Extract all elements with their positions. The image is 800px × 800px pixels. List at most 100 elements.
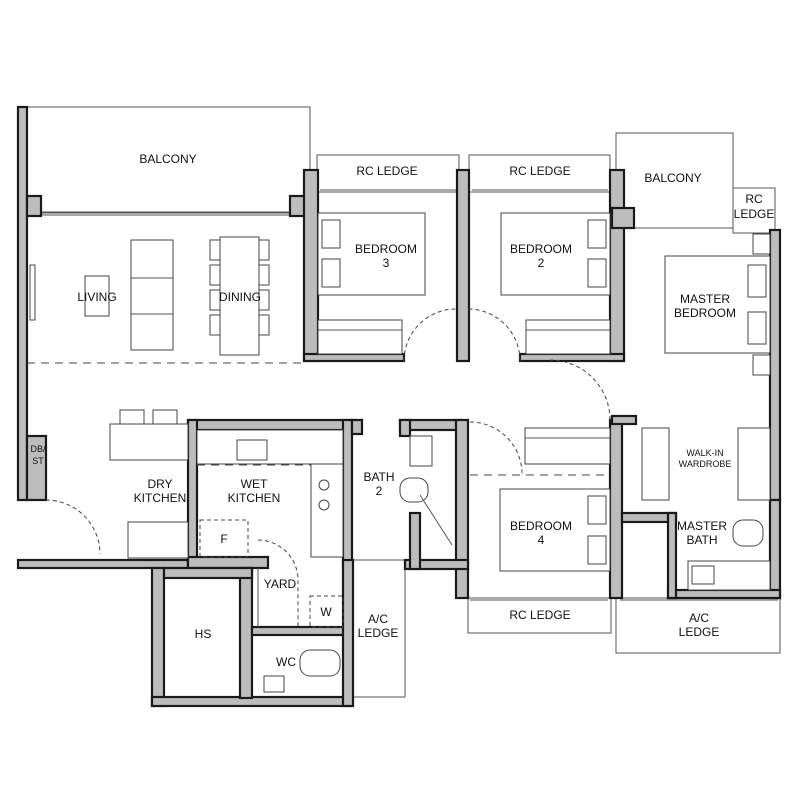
fridge-outline	[199, 519, 249, 558]
washer-outline	[309, 595, 344, 628]
hob-burner	[318, 499, 330, 511]
toilet-wc	[299, 649, 341, 677]
wall-b2-bottom	[518, 352, 626, 363]
label-walk-in-1: WALK-IN	[686, 448, 723, 458]
label-bedroom3-1: BEDROOM	[355, 242, 417, 256]
tv-console	[29, 264, 36, 321]
balcony-right-outline	[615, 132, 734, 229]
bar-stool	[119, 409, 145, 425]
wall-kitchen-left	[186, 418, 199, 570]
pillow	[587, 535, 607, 565]
wall-left-exterior	[16, 105, 29, 502]
shower-screen	[419, 494, 453, 546]
toilet-master-bath	[732, 519, 764, 547]
wall-left-jog	[25, 434, 48, 502]
basin-bath2	[409, 435, 433, 467]
pillow	[747, 264, 767, 298]
label-ac-ledge-right-1: A/C	[689, 611, 709, 625]
door-swing-b3	[403, 308, 457, 362]
wardrobe-bedroom2	[525, 319, 611, 355]
door-swing-yard	[257, 539, 299, 627]
label-rc-ledge-master-2: LEDGE	[734, 207, 775, 221]
label-dining: DINING	[219, 290, 261, 304]
kitchen-sink	[236, 439, 268, 461]
toilet-bath2	[399, 477, 429, 503]
label-master-bedroom-1: MASTER	[680, 292, 730, 306]
door-swing-entrance	[45, 499, 101, 555]
wall-bath2-top-left	[350, 418, 364, 436]
label-bath2-1: BATH	[363, 470, 394, 484]
wall-bath2-inner	[398, 418, 412, 438]
hob-burner	[318, 479, 330, 491]
label-yard: YARD	[264, 577, 297, 591]
wet-kitchen-counter	[196, 429, 344, 465]
label-bedroom3-2: 3	[383, 256, 390, 270]
wall-master-bath-bottom	[666, 588, 782, 600]
wall-b3-b2-divider	[455, 168, 471, 363]
column-right-top	[610, 206, 636, 230]
rc-ledge-b4-outline	[467, 597, 612, 634]
wall-b3-bottom	[302, 352, 406, 363]
bar-stool	[152, 409, 178, 425]
column-left-top	[25, 194, 43, 218]
wall-kitchen-bottom	[186, 555, 270, 570]
rc-ledge-b2-outline	[468, 154, 611, 193]
wall-kitchen-top	[186, 418, 354, 432]
balcony-left-outline	[26, 106, 311, 214]
wall-b4-right	[608, 418, 624, 600]
rc-ledge-b3-outline	[316, 154, 460, 193]
label-bedroom4-1: BEDROOM	[510, 519, 572, 533]
label-walk-in-2: WARDROBE	[679, 459, 732, 469]
side-table	[752, 233, 771, 255]
label-bedroom2-1: BEDROOM	[510, 242, 572, 256]
wall-bath2-right	[454, 418, 470, 600]
wardrobe-bedroom3	[317, 319, 403, 355]
label-bedroom4-2: 4	[538, 533, 545, 547]
door-swing-b2	[467, 308, 521, 362]
label-ac-ledge-mid-2: LEDGE	[358, 626, 399, 640]
wall-wardrobe-top	[610, 414, 638, 426]
label-ac-ledge-right-2: LEDGE	[679, 625, 720, 639]
label-rc-ledge-b3: RC LEDGE	[356, 164, 417, 178]
side-table	[752, 354, 771, 376]
wardrobe-walkin-left	[641, 427, 670, 501]
wall-hs-top	[162, 566, 254, 580]
wall-yard-right	[341, 558, 355, 708]
label-bedroom2-2: 2	[538, 256, 545, 270]
label-wc: WC	[276, 655, 296, 669]
kitchen-island	[109, 423, 189, 461]
door-swing-b4	[469, 421, 523, 475]
basin-master-bath	[691, 565, 715, 585]
pillow	[321, 219, 341, 249]
label-db-st-2: ST	[32, 456, 44, 466]
pillow	[321, 258, 341, 288]
pillow	[587, 495, 607, 525]
label-washer: W	[320, 605, 332, 619]
label-hs: HS	[195, 627, 212, 641]
label-balcony-right: BALCONY	[644, 171, 701, 185]
pillow	[587, 258, 607, 288]
pillow	[587, 219, 607, 249]
door-swing-master	[549, 359, 611, 421]
label-wet-kitchen-1: WET	[241, 477, 268, 491]
wall-bottom-left	[16, 558, 190, 570]
label-fridge: F	[220, 532, 227, 546]
wall-hs-outer	[150, 566, 166, 708]
label-ac-ledge-mid-1: A/C	[368, 612, 388, 626]
label-living: LIVING	[77, 290, 116, 304]
dining-chairs	[209, 239, 270, 336]
basin-wc	[263, 675, 285, 693]
label-master-bath-2: BATH	[686, 533, 717, 547]
label-dry-kitchen-2: KITCHEN	[134, 491, 187, 505]
label-balcony-left: BALCONY	[139, 152, 196, 166]
wall-right-exterior	[768, 228, 782, 502]
label-db-st-1: DB/	[30, 444, 46, 454]
pillow	[747, 311, 767, 345]
dry-kitchen-counter	[127, 521, 189, 559]
wardrobe-bedroom4	[524, 427, 611, 465]
label-master-bedroom-2: BEDROOM	[674, 306, 736, 320]
wall-wc-top	[250, 625, 352, 637]
label-rc-ledge-b4: RC LEDGE	[509, 608, 570, 622]
ac-ledge-right-outline	[615, 597, 781, 654]
